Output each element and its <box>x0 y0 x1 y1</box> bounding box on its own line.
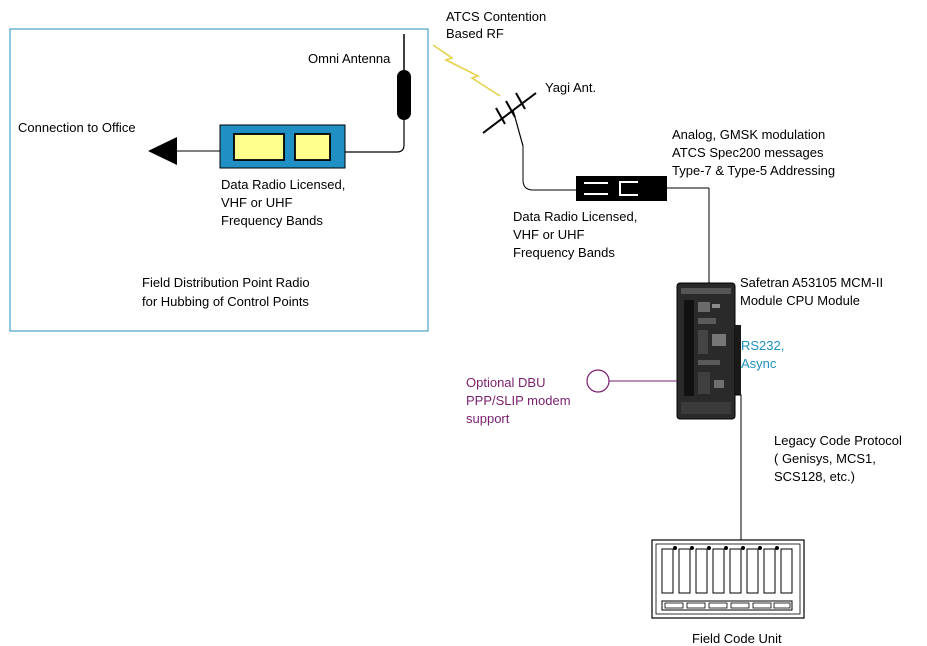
field-code-unit-icon <box>651 539 805 619</box>
radio1-label-line1: Data Radio Licensed, <box>221 177 345 192</box>
atcs-label-line1: ATCS Contention <box>446 9 546 24</box>
rs232-label-line2: Async <box>741 356 777 371</box>
omni-antenna-icon <box>345 34 411 153</box>
radio1-label-line3: Frequency Bands <box>221 213 323 228</box>
field-distribution-box <box>9 28 429 332</box>
yagi-label: Yagi Ant. <box>545 80 596 95</box>
cpu-module-icon <box>676 282 741 420</box>
fdp-label-line2: for Hubbing of Control Points <box>142 294 309 309</box>
connection-office-label: Connection to Office <box>18 120 136 135</box>
omni-antenna-label: Omni Antenna <box>308 51 391 66</box>
field-code-unit-label: Field Code Unit <box>692 631 782 646</box>
radio1-label-line2: VHF or UHF <box>221 195 293 210</box>
connection-arrow-icon <box>148 137 220 165</box>
radio2-label-line1: Data Radio Licensed, <box>513 209 637 224</box>
rf-link-icon <box>432 44 501 97</box>
fdp-label-line1: Field Distribution Point Radio <box>142 275 310 290</box>
legacy-label-line2: ( Genisys, MCS1, <box>774 451 876 466</box>
legacy-label-line3: SCS128, etc.) <box>774 469 855 484</box>
radio2-label-line2: VHF or UHF <box>513 227 585 242</box>
rs232-label-line1: RS232, <box>741 338 784 353</box>
safetran-label-line1: Safetran A53105 MCM-II <box>740 275 883 290</box>
data-radio-1 <box>219 124 346 169</box>
atcs-label-line2: Based RF <box>446 26 504 41</box>
dbu-label-line1: Optional DBU <box>466 375 545 390</box>
legacy-protocol-line <box>735 394 742 540</box>
modulation-label-line1: Analog, GMSK modulation <box>672 127 825 142</box>
modulation-label-line2: ATCS Spec200 messages <box>672 145 824 160</box>
yagi-antenna-icon <box>482 92 576 191</box>
data-radio-2 <box>576 176 667 201</box>
dbu-modem-icon <box>586 369 610 393</box>
safetran-label-line2: Module CPU Module <box>740 293 860 308</box>
radio2-label-line3: Frequency Bands <box>513 245 615 260</box>
dbu-label-line3: support <box>466 411 510 426</box>
dbu-label-line2: PPP/SLIP modem <box>466 393 571 408</box>
legacy-label-line1: Legacy Code Protocol <box>774 433 902 448</box>
modulation-label-line3: Type-7 & Type-5 Addressing <box>672 163 835 178</box>
